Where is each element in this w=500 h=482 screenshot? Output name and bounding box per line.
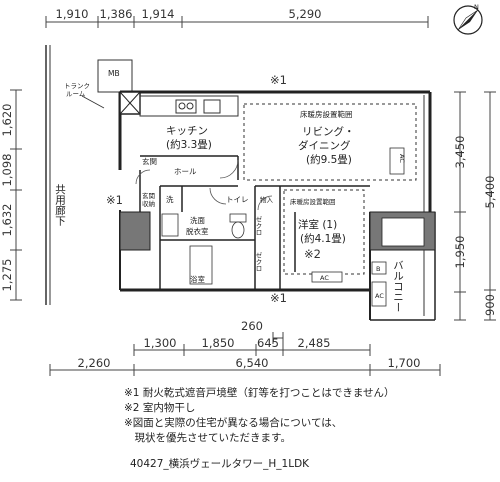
left-dimension-line — [10, 89, 22, 301]
column-mid-left — [119, 211, 151, 251]
column-right-inner — [381, 217, 425, 247]
storage-label: 物入 — [260, 195, 274, 204]
note1-mark-bottom: ※1 — [270, 291, 287, 305]
common-corridor-wall — [45, 45, 51, 305]
dim-bottom-mid-3: 645 — [257, 336, 279, 350]
dim-right-outer-2: 900 — [483, 294, 497, 316]
note-3: ※図面と実際の住宅が異なる場合については、 — [124, 417, 343, 429]
ac-label-balcony: AC — [375, 292, 384, 300]
note1-mark-top: ※1 — [270, 73, 287, 87]
mb-label: MB — [108, 69, 120, 78]
ac-unit-living — [389, 147, 405, 175]
closet-label-1: ゼクロ — [254, 215, 262, 236]
floor-heat-area-living — [243, 103, 417, 181]
floor-heat-label-2: 床暖房設置範囲 — [290, 197, 336, 206]
dim-bottom-260: 260 — [241, 319, 263, 333]
western-size: (約4.1畳) — [300, 232, 346, 245]
top-dimension-line — [45, 16, 429, 28]
living-size: (約9.5畳) — [306, 153, 352, 166]
toilet-label: トイレ — [226, 195, 249, 204]
kitchen-label: キッチン — [166, 125, 208, 137]
balcony-b-label: B — [376, 265, 380, 273]
genkan-storage-label: 玄関収納 — [142, 191, 155, 208]
compass-label: N — [474, 3, 479, 11]
balcony-b-box — [371, 261, 387, 275]
washroom-label: 洗面脱衣室 — [186, 215, 209, 236]
dim-top-3: 1,914 — [142, 7, 175, 21]
trunk-room-label: トランクルーム — [64, 82, 90, 98]
common-corridor-label: 共用廊下 — [54, 184, 66, 227]
dining-label: ダイニング — [298, 139, 351, 152]
dim-bottom-mid-4: 2,485 — [298, 336, 331, 350]
dim-bottom-low-2: 6,540 — [236, 356, 269, 370]
right-dimension-lines — [454, 91, 496, 321]
toilet-bowl — [231, 221, 245, 239]
floor-heat-label-1: 床暖房設置範囲 — [300, 109, 353, 119]
bath-label: 浴室 — [190, 274, 205, 284]
ac-label-living: AC — [398, 154, 406, 163]
note1-mark-left: ※1 — [106, 193, 123, 207]
dim-left-2: 1,098 — [0, 154, 14, 187]
interior-walls — [139, 155, 370, 290]
ac-unit-balcony — [371, 281, 387, 307]
note-1: ※1 耐火乾式遮音戸境壁（釘等を打つことはできません） — [124, 387, 395, 399]
note-2: ※2 室内物干し — [124, 402, 196, 414]
bathtub — [189, 245, 213, 285]
dim-right-outer-1: 5,400 — [483, 176, 497, 209]
wash-basin — [161, 213, 179, 237]
notes-block: ※1 耐火乾式遮音戸境壁（釘等を打つことはできません） ※2 室内物干し ※図面… — [124, 386, 395, 446]
dim-bottom-mid-2: 1,850 — [202, 336, 235, 350]
toilet-tank — [229, 213, 247, 223]
dim-top-4: 5,290 — [289, 7, 322, 21]
living-label: リビング・ — [302, 125, 355, 138]
dim-right-inner-1: 3,450 — [453, 136, 467, 169]
dim-bottom-low-3: 1,700 — [388, 356, 421, 370]
trunk-room-leader — [81, 95, 105, 109]
bottom-dimension-lines — [49, 332, 441, 376]
compass-icon — [453, 5, 483, 35]
door-swings — [135, 159, 273, 211]
balcony-label: バルコニー — [392, 260, 404, 313]
laundry-label: 洗 — [166, 194, 174, 204]
western-label: 洋室 (1) — [298, 218, 337, 231]
dim-left-4: 1,275 — [0, 259, 14, 292]
mb-box — [97, 59, 133, 93]
kitchen-counter — [139, 95, 239, 117]
genkan-label: 玄関 — [142, 156, 157, 166]
kitchen-size: (約3.3畳) — [166, 138, 212, 151]
dim-top-1: 1,910 — [56, 7, 89, 21]
plan-code: 40427_横浜ヴェールタワー_H_1LDK — [130, 458, 310, 470]
ac-label-western: AC — [320, 274, 329, 282]
dim-left-1: 1,620 — [0, 104, 14, 137]
dim-right-inner-2: 1,950 — [453, 236, 467, 269]
note-4: 現状を優先させていただきます。 — [124, 432, 291, 444]
note2-mark: ※2 — [304, 247, 321, 261]
dim-bottom-low-1: 2,260 — [78, 356, 111, 370]
dim-bottom-mid-1: 1,300 — [144, 336, 177, 350]
dim-top-2: 1,386 — [100, 7, 133, 21]
closet-label-2: ゼクロ — [254, 251, 262, 272]
dim-left-3: 1,632 — [0, 204, 14, 237]
hall-label: ホール — [174, 167, 197, 176]
ac-unit-western — [311, 271, 343, 283]
